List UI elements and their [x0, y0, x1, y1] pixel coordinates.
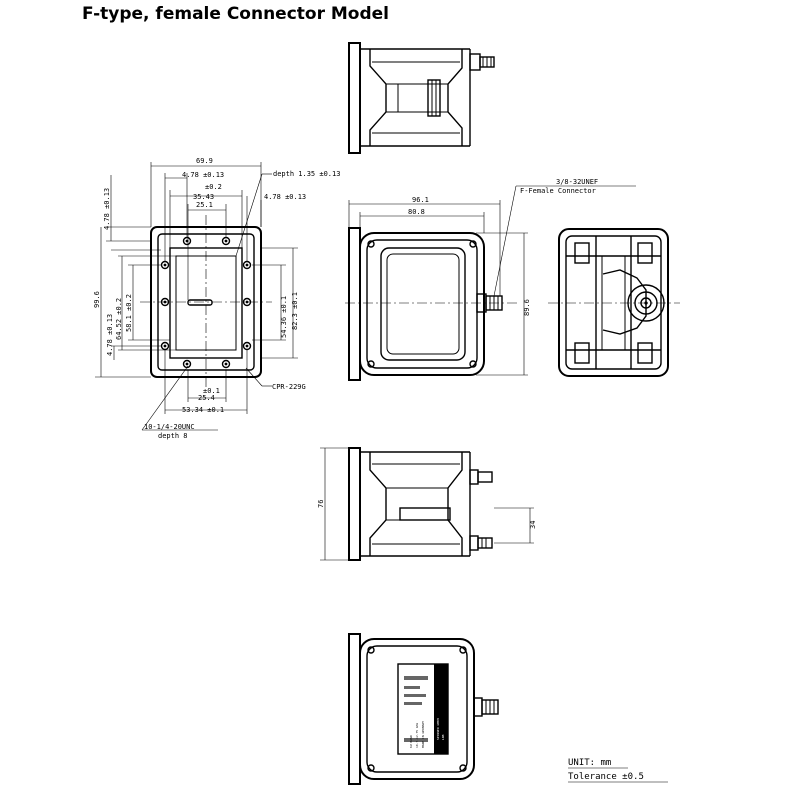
dim-58-1: 58.1 ±0.2: [125, 294, 133, 332]
label-line2: LNB: [441, 734, 445, 740]
top-view: [348, 42, 495, 154]
dim-25-4: 25.4: [198, 394, 215, 402]
top-view-flange: [348, 42, 361, 154]
rear-view: [548, 228, 680, 377]
rear-view-body: [558, 228, 669, 377]
label-line4: 10.7-12.75 GHz: [415, 723, 419, 748]
side-view-flange: [348, 227, 361, 381]
dim-bottom-height: 76: [317, 500, 325, 508]
side-view-cover-plate: [380, 247, 466, 361]
label-view-body: [359, 638, 475, 780]
dim-width-overall: 69.9: [196, 157, 213, 165]
dim-depth-label: depth 1.35 ±0.13: [273, 170, 340, 178]
dim-64-52: 64.52 ±0.2: [115, 298, 123, 340]
dim-connector-type: F-Female Connector: [520, 187, 596, 195]
dim-80-8: 80.8: [408, 208, 425, 216]
bottom-view-connector: [477, 537, 493, 549]
front-view: 69.9 4.78 ±0.13 ±0.2 35.43 25.1 depth 1.…: [93, 157, 340, 440]
dim-96-1: 96.1: [412, 196, 429, 204]
dim-left-top-offset: 4.78 ±0.13: [103, 188, 111, 230]
dim-connector-thread: 3/8-32UNEF: [556, 178, 598, 186]
unit-note: UNIT: mm: [568, 758, 611, 768]
dim-flange-label: CPR-229G: [272, 383, 306, 391]
bottom-view: 76 34: [317, 447, 537, 561]
dim-bottom-34: 34: [529, 521, 537, 529]
page-title: F-type, female Connector Model: [82, 4, 390, 24]
label-line3: KU BAND: [409, 735, 413, 748]
bottom-view-flange: [348, 447, 361, 561]
dim-left-offset-2: 4.78 ±0.13: [106, 314, 114, 356]
label-line5: MADE IN GERMANY: [421, 721, 425, 748]
tolerance-note: Tolerance ±0.5: [568, 772, 644, 782]
side-view-body: [359, 232, 485, 376]
dim-thread-label: 10-1/4-20UNC: [144, 423, 195, 431]
label-view: SPINNER GMBH LNB KU BAND 10.7-12.75 GHz …: [348, 633, 499, 785]
dim-thread-depth: depth 8: [158, 432, 188, 440]
dim-side-height: 89.6: [523, 299, 531, 316]
dim-bolt-offset-top: 4.78 ±0.13: [182, 171, 224, 179]
dim-height-overall: 99.6: [93, 291, 101, 308]
side-view: 96.1 80.8 89.6 3/8-32UNEF F-Female Conne…: [345, 178, 636, 381]
dim-tol-bottom: ±0.1: [203, 387, 220, 395]
dim-82-3: 82.3 ±0.1: [291, 292, 299, 330]
dim-right-offset: 4.78 ±0.13: [264, 193, 306, 201]
front-view-waveguide-slot: [187, 299, 213, 306]
dim-35-43: 35.43: [193, 193, 214, 201]
notes: UNIT: mm Tolerance ±0.5: [568, 758, 668, 783]
dim-tol-top: ±0.2: [205, 183, 222, 191]
label-view-flange: [348, 633, 361, 785]
label-line1: SPINNER GMBH: [436, 718, 440, 740]
dim-53-34: 53.34 ±0.1: [182, 406, 224, 414]
dim-54-36: 54.36 ±0.1: [280, 296, 288, 338]
dim-25-1: 25.1: [196, 201, 213, 209]
